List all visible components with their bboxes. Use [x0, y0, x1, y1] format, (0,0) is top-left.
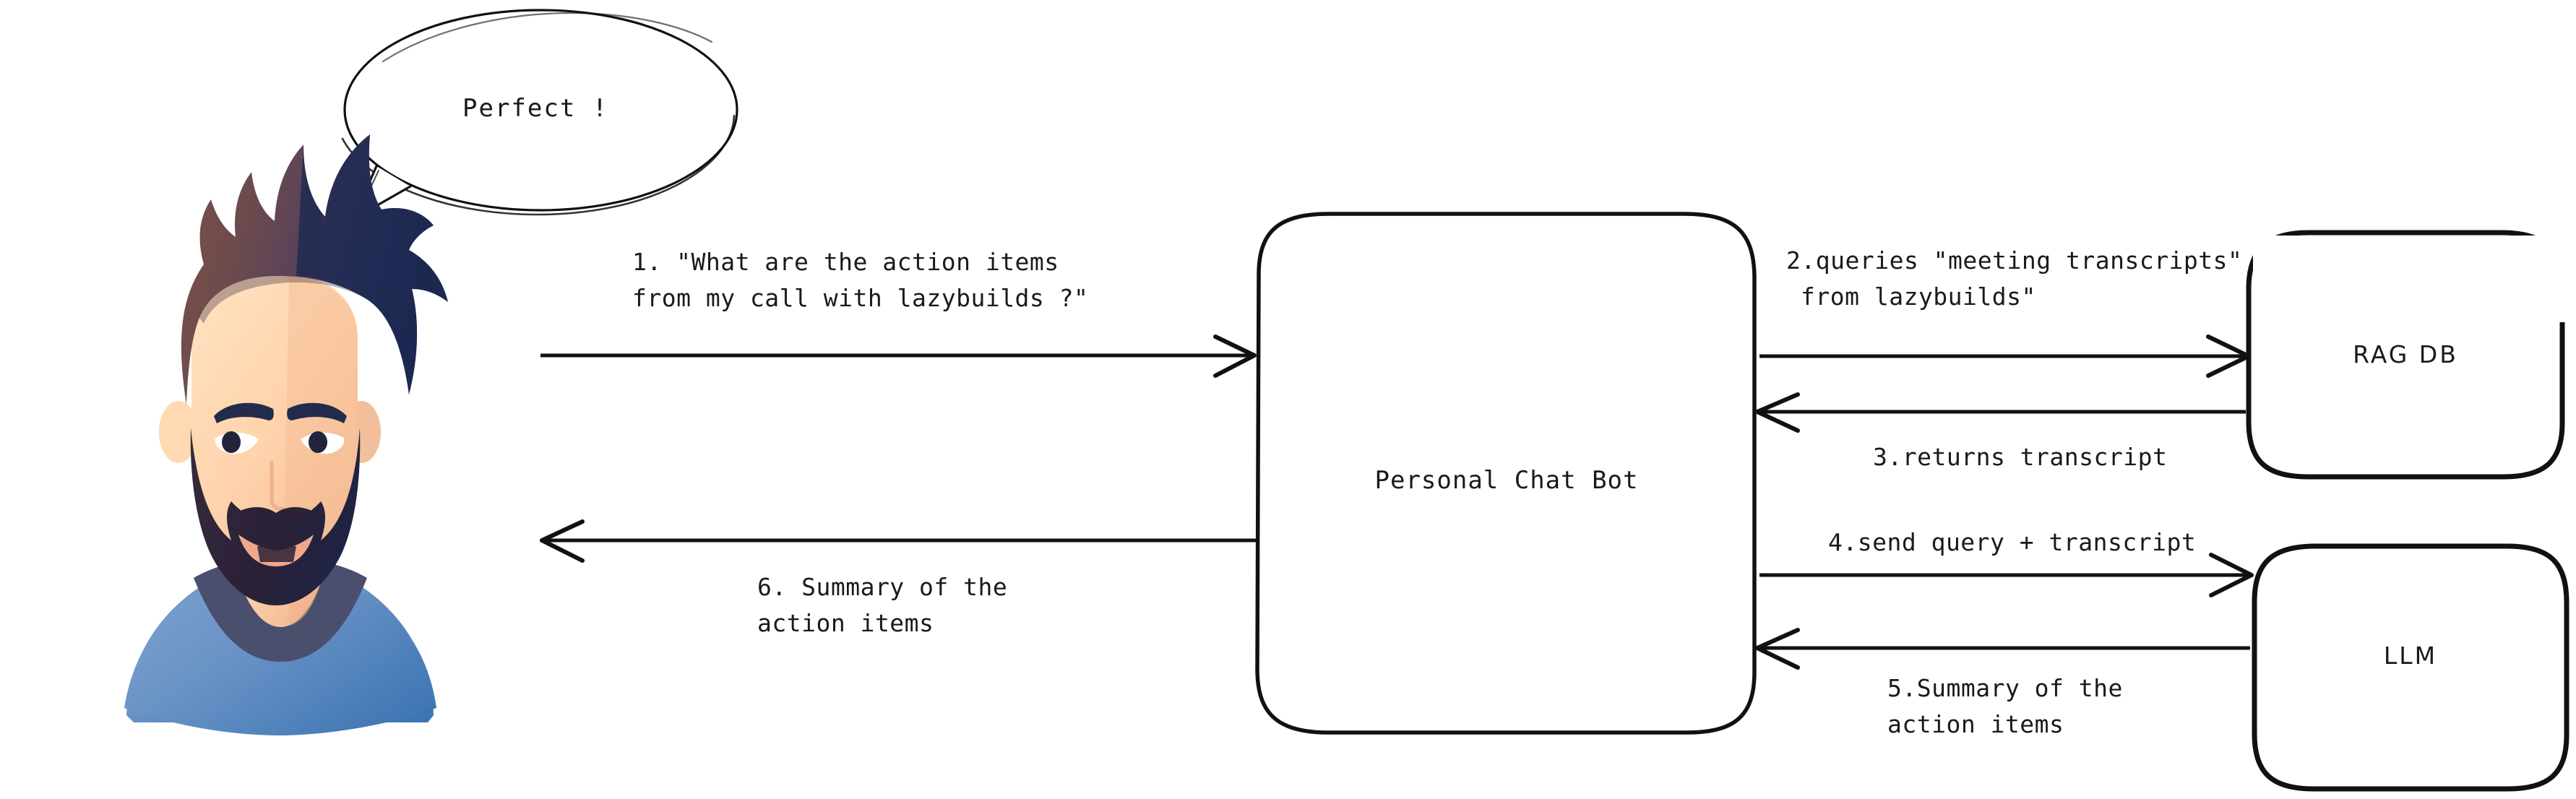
node-label-ragdb: RAG DB	[2353, 340, 2458, 368]
user-avatar	[124, 134, 448, 735]
node-chatbot-box[interactable]	[1255, 212, 1757, 735]
arrow-5-llm-to-chatbot	[1755, 628, 2250, 670]
arrow-1-user-to-chatbot	[540, 334, 1257, 378]
arrow-4-chatbot-to-llm	[1759, 553, 2254, 597]
node-llm-box[interactable]	[2252, 543, 2569, 792]
node-label-chatbot: Personal Chat Bot	[1374, 466, 1639, 495]
arrow-2-chatbot-to-ragdb	[1759, 334, 2251, 378]
edge-label-2-clip-mask	[2253, 236, 2576, 322]
speech-bubble-text: Perfect !	[462, 94, 609, 123]
arrow-3-ragdb-to-chatbot	[1755, 392, 2246, 433]
arrow-6-chatbot-to-user	[540, 519, 1256, 563]
node-label-llm: LLM	[2383, 642, 2438, 670]
